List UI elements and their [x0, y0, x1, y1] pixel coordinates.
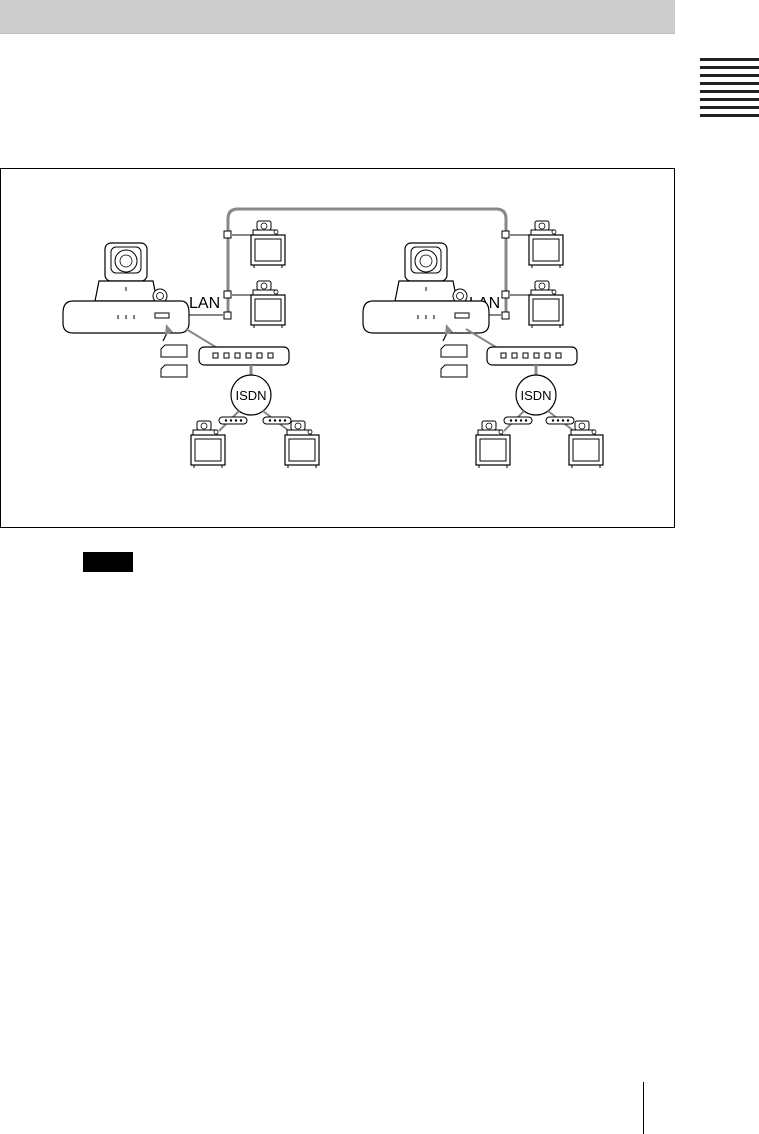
isdn-plug-icon	[504, 417, 532, 424]
memory-card-icon	[441, 345, 467, 377]
page-footer-rule	[643, 1082, 644, 1134]
section-header-bar	[0, 0, 675, 34]
isdn-terminal-icon	[191, 421, 225, 468]
terminal-adapter-icon	[487, 347, 577, 365]
lan-terminal-icon	[529, 281, 563, 328]
isdn-label: ISDN	[520, 388, 551, 403]
isdn-terminal-icon	[476, 421, 510, 468]
right-network: LAN ISDN	[363, 221, 603, 468]
left-network: LAN ISDN	[63, 221, 319, 468]
isdn-label: ISDN	[235, 388, 266, 403]
lan-label: LAN	[189, 295, 220, 312]
codec-unit-icon	[363, 243, 489, 333]
lan-terminal-icon	[529, 221, 563, 268]
lan-terminal-icon	[251, 221, 285, 268]
isdn-plug-icon	[219, 417, 247, 424]
codec-unit-icon	[63, 243, 189, 333]
memory-card-icon	[161, 345, 187, 377]
diagram-canvas: LAN ISDN	[1, 169, 676, 529]
isdn-terminal-icon	[569, 421, 603, 468]
chapter-index-tab	[700, 58, 759, 120]
note-badge	[83, 552, 133, 572]
network-connection-diagram: LAN ISDN	[0, 168, 675, 528]
isdn-plug-icon	[546, 417, 574, 424]
lan-terminal-icon	[251, 281, 285, 328]
isdn-terminal-icon	[285, 421, 319, 468]
isdn-plug-icon	[263, 417, 291, 424]
terminal-adapter-icon	[199, 347, 289, 365]
